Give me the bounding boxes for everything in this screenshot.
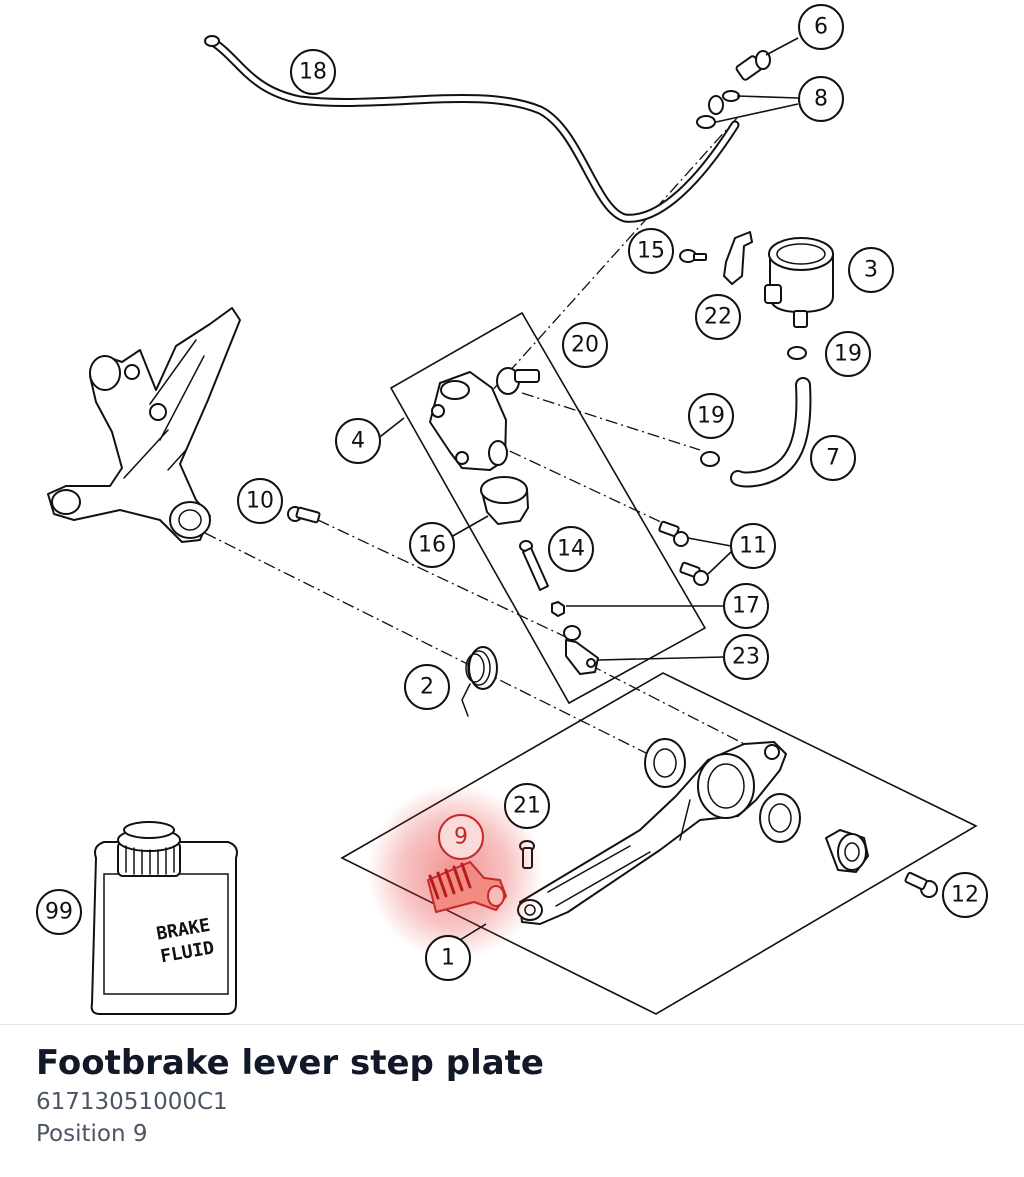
svg-text:20: 20 — [571, 333, 599, 358]
footrest-bracket-part — [47, 307, 241, 543]
callout-21[interactable]: 21 — [504, 783, 550, 829]
svg-text:15: 15 — [637, 239, 665, 264]
callout-9-highlighted[interactable]: 9 — [438, 814, 484, 860]
callout-leaders — [375, 37, 799, 941]
reservoir-hose-part — [730, 377, 812, 488]
fluid-reservoir-part — [764, 237, 834, 328]
footbrake-lever-part — [517, 741, 787, 925]
callout-1[interactable]: 1 — [425, 935, 471, 981]
footbrake-lever-group-frame — [340, 672, 978, 1015]
part-title: Footbrake lever step plate — [36, 1043, 544, 1083]
svg-text:22: 22 — [704, 305, 732, 330]
svg-text:6: 6 — [814, 15, 828, 40]
master-cylinder-part — [429, 371, 508, 471]
svg-text:12: 12 — [951, 883, 979, 908]
svg-text:8: 8 — [814, 87, 828, 112]
callout-7[interactable]: 7 — [810, 435, 856, 481]
callout-10[interactable]: 10 — [237, 478, 283, 524]
part-position: Position 9 — [36, 1121, 148, 1147]
callout-2[interactable]: 2 — [404, 664, 450, 710]
svg-text:11: 11 — [739, 534, 767, 559]
svg-text:99: 99 — [45, 900, 73, 925]
info-divider — [0, 1024, 1024, 1025]
part-info-panel: Footbrake lever step plate 61713051000C1… — [36, 1040, 544, 1150]
svg-text:21: 21 — [513, 794, 541, 819]
master-cylinder-screws-part — [658, 520, 709, 586]
brake-hose-part — [204, 35, 740, 223]
callout-14[interactable]: 14 — [548, 526, 594, 572]
brake-fluid-bottle: BRAKE FLUID — [90, 821, 238, 1015]
svg-text:7: 7 — [826, 446, 840, 471]
reservoir-bracket-part — [723, 231, 753, 285]
svg-text:23: 23 — [732, 645, 760, 670]
hose-clip-upper-part — [787, 346, 807, 360]
svg-text:9: 9 — [454, 825, 468, 850]
exploded-parts-diagram: BRAKE FLUID 6 8 18 15 3 22 20 19 19 4 7 … — [36, 4, 988, 1015]
rubber-boot-part — [480, 476, 529, 525]
callout-20[interactable]: 20 — [562, 322, 608, 368]
callout-11[interactable]: 11 — [730, 523, 776, 569]
callout-16[interactable]: 16 — [409, 522, 455, 568]
svg-text:3: 3 — [864, 258, 878, 283]
svg-text:14: 14 — [557, 537, 585, 562]
svg-text:19: 19 — [834, 342, 862, 367]
svg-text:18: 18 — [299, 60, 327, 85]
lock-nut-part — [551, 601, 565, 617]
callout-4[interactable]: 4 — [335, 418, 381, 464]
part-number: 61713051000C1 — [36, 1089, 228, 1115]
clevis-part — [563, 625, 599, 675]
callout-18[interactable]: 18 — [290, 49, 336, 95]
callout-17[interactable]: 17 — [723, 583, 769, 629]
svg-text:17: 17 — [732, 594, 760, 619]
bracket-screw-part — [679, 249, 707, 263]
pivot-bolt-part — [287, 506, 321, 524]
svg-text:16: 16 — [418, 533, 446, 558]
callout-15[interactable]: 15 — [628, 228, 674, 274]
svg-text:4: 4 — [351, 429, 365, 454]
push-rod-part — [519, 540, 549, 591]
callout-23[interactable]: 23 — [723, 634, 769, 680]
step-plate-part-highlighted[interactable] — [367, 784, 543, 960]
svg-text:10: 10 — [246, 489, 274, 514]
hose-fitting-part — [496, 367, 540, 395]
callout-6[interactable]: 6 — [798, 4, 844, 50]
banjo-bolt-part — [735, 50, 771, 81]
lever-bushings-part — [644, 738, 869, 873]
callout-99[interactable]: 99 — [36, 889, 82, 935]
svg-text:2: 2 — [420, 675, 434, 700]
lever-screw-part — [904, 871, 938, 898]
callout-12[interactable]: 12 — [942, 872, 988, 918]
svg-text:19: 19 — [697, 404, 725, 429]
hose-clip-lower-part — [700, 451, 720, 467]
master-cylinder-group-frame — [389, 311, 707, 705]
callout-8[interactable]: 8 — [798, 76, 844, 122]
svg-text:1: 1 — [441, 946, 455, 971]
return-spring-part — [461, 646, 498, 717]
callout-19-upper[interactable]: 19 — [825, 331, 871, 377]
callout-3[interactable]: 3 — [848, 247, 894, 293]
callout-22[interactable]: 22 — [695, 294, 741, 340]
callout-19-lower[interactable]: 19 — [688, 393, 734, 439]
